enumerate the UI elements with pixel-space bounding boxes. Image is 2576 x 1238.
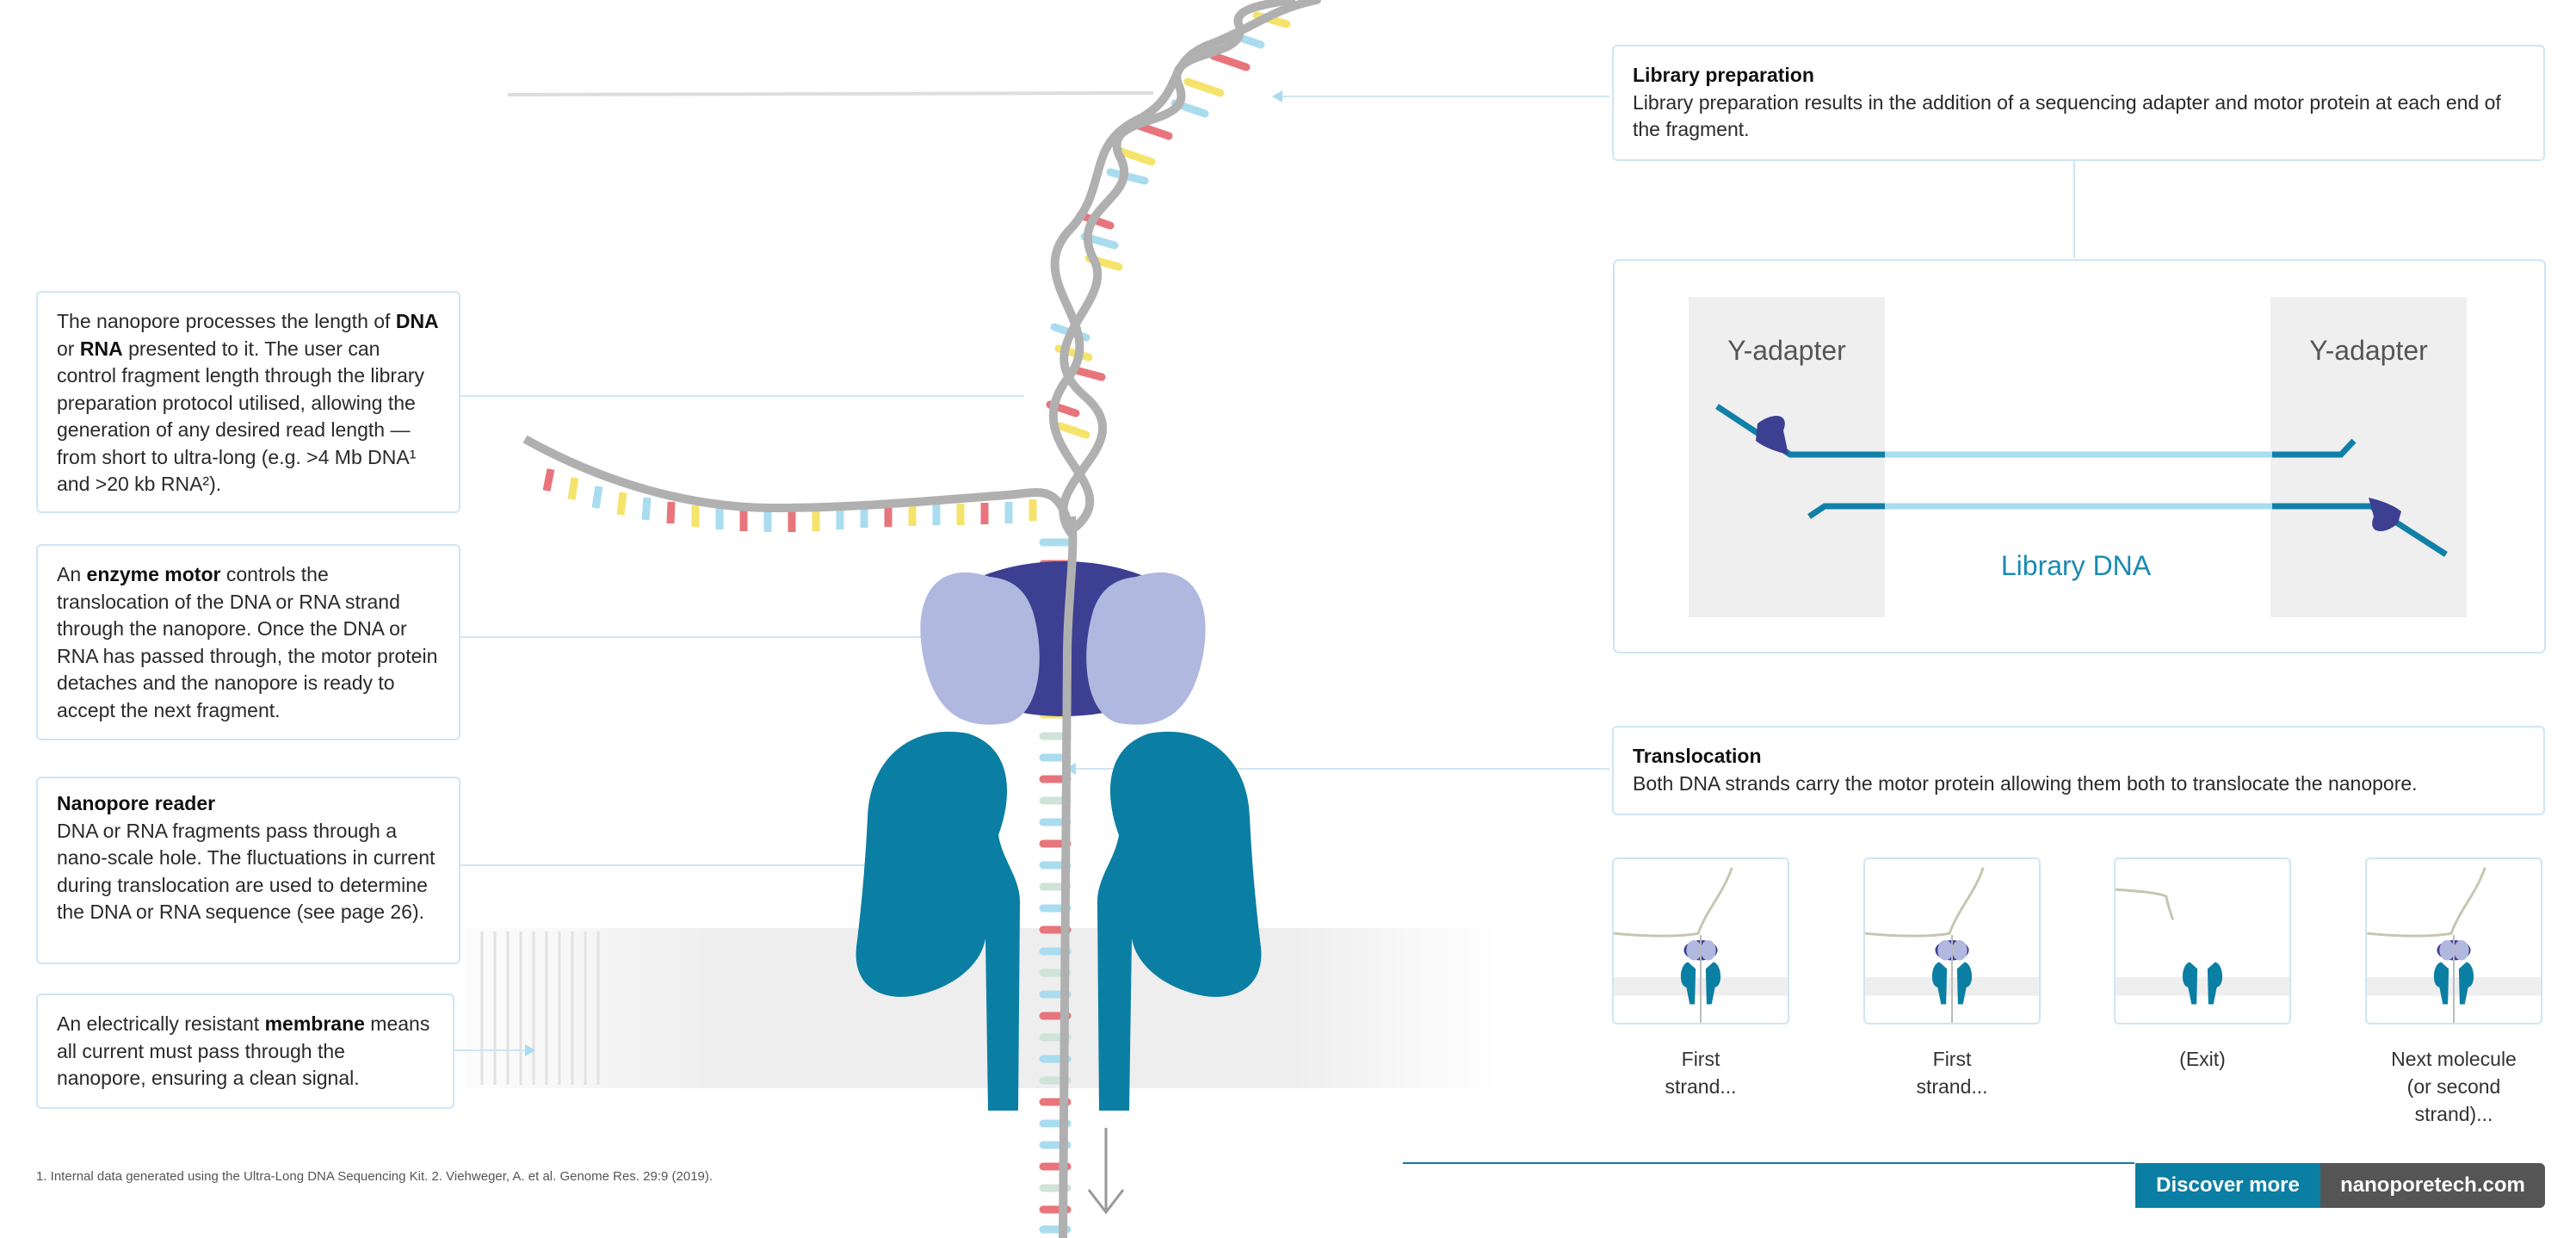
step-1-caption-line-1: First [1681,1048,1720,1070]
step-4-caption-line-3: strand)... [2414,1103,2493,1125]
translocation-title: Translocation [1633,745,1762,767]
motor-protein [920,561,1206,725]
membrane-stripes [480,932,600,1085]
step-caption-3: (Exit) [2114,1045,2291,1073]
footnote: 1. Internal data generated using the Ult… [36,1169,713,1184]
fragment-text-1: The nanopore processes the length of [57,310,396,332]
step-caption-4: Next molecule (or second strand)... [2365,1045,2542,1128]
step-thumbnail-4 [2365,857,2542,1024]
step-2-caption-line-2: strand... [1916,1075,1988,1098]
step-2-caption-line-1: First [1932,1048,1972,1070]
nanopore [856,731,1262,1111]
step-caption-1: First strand... [1612,1045,1789,1100]
motor-text-2: controls the translocation of the DNA or… [57,563,438,721]
step-2-illustration [1865,867,2039,1023]
step-3-illustration [2116,888,2289,1005]
translocation-body: Both DNA strands carry the motor protein… [1633,771,2418,795]
translocation-box: Translocation Both DNA strands carry the… [1612,726,2545,815]
fragment-text-2: presented to it. The user can control fr… [57,337,425,496]
step-4-caption-line-2: (or second [2406,1075,2501,1098]
motor-text-1: An [57,563,87,585]
motor-bold: enzyme motor [86,563,221,585]
fragment-text-or: or [57,337,80,360]
membrane-band [465,928,1498,1088]
fragment-dna-bold: DNA [395,310,439,332]
enzyme-motor-box: An enzyme motor controls the translocati… [36,544,460,740]
step-4-caption-line-1: Next molecule [2391,1048,2517,1070]
step-caption-2: First strand... [1863,1045,2041,1100]
step-1-illustration [1614,867,1788,1023]
website-link-button[interactable]: nanoporetech.com [2320,1163,2545,1208]
membrane-box: An electrically resistant membrane means… [36,993,454,1109]
step-1-caption-line-2: strand... [1665,1075,1737,1098]
library-preparation-box: Library preparation Library preparation … [1612,45,2545,161]
step-4-illustration [2367,867,2541,1023]
reader-title: Nanopore reader [57,792,216,814]
step-thumbnail-1 [1612,857,1789,1024]
library-dna-label: Library DNA [2001,550,2152,581]
step-thumbnail-3 [2114,857,2291,1024]
step-3-caption-line-1: (Exit) [2179,1048,2226,1070]
discover-more-button[interactable]: Discover more [2135,1163,2320,1208]
step-thumbnail-2 [1863,857,2041,1024]
nanopore-reader-box: Nanopore reader DNA or RNA fragments pas… [36,777,460,964]
membrane-text-1: An electrically resistant [57,1012,265,1035]
library-body: Library preparation results in the addit… [1633,90,2501,141]
membrane-text-2: means all current must pass through the … [57,1012,430,1089]
fragment-rna-bold: RNA [79,337,123,360]
fragment-length-box: The nanopore processes the length of DNA… [36,291,460,513]
y-adapter-right-label: Y-adapter [2309,335,2428,366]
y-adapter-left-label: Y-adapter [1727,335,1846,366]
footer-divider [1403,1162,2134,1164]
library-title: Library preparation [1633,64,1814,86]
membrane-bold: membrane [264,1012,365,1035]
reader-body: DNA or RNA fragments pass through a nano… [57,819,436,924]
